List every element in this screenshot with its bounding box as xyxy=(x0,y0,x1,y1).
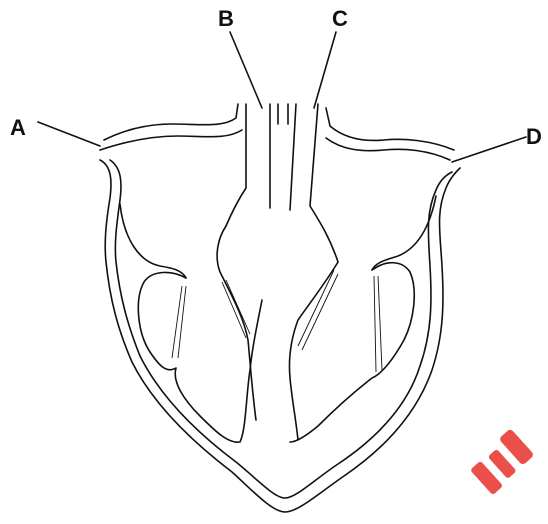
vessel-center-split xyxy=(278,104,288,124)
label-d: D xyxy=(526,124,542,149)
left-ventricle-cavity xyxy=(138,272,262,442)
watermark-fragment xyxy=(467,428,536,495)
heart-inner-wall xyxy=(110,160,452,498)
chordae-left-2 xyxy=(178,286,186,358)
vessel-c-right xyxy=(310,104,338,262)
valve-chord-left-2 xyxy=(226,280,250,334)
valve-chord-right-1 xyxy=(298,270,334,346)
leader-line-b xyxy=(230,32,262,108)
chordae-right-1 xyxy=(374,276,376,372)
chordae-right-2 xyxy=(378,276,382,370)
label-a: A xyxy=(10,115,26,140)
leader-line-c xyxy=(314,32,336,108)
valve-chord-right-2 xyxy=(302,274,338,350)
right-vessel-lower xyxy=(326,138,450,160)
label-c: C xyxy=(332,6,348,31)
valve-chord-left-1 xyxy=(222,282,246,338)
right-vessel-upper xyxy=(326,108,454,150)
vessel-c-left xyxy=(290,104,296,210)
label-b: B xyxy=(218,6,234,31)
left-vessel-upper xyxy=(104,104,238,140)
septum-left-edge xyxy=(217,226,256,420)
leader-line-a xyxy=(38,122,100,146)
left-atrium-wall xyxy=(120,204,186,278)
right-ventricle-cavity xyxy=(290,263,414,442)
leader-line-d xyxy=(452,137,526,162)
right-atrium-wall xyxy=(372,196,436,270)
chordae-left-1 xyxy=(172,286,182,358)
